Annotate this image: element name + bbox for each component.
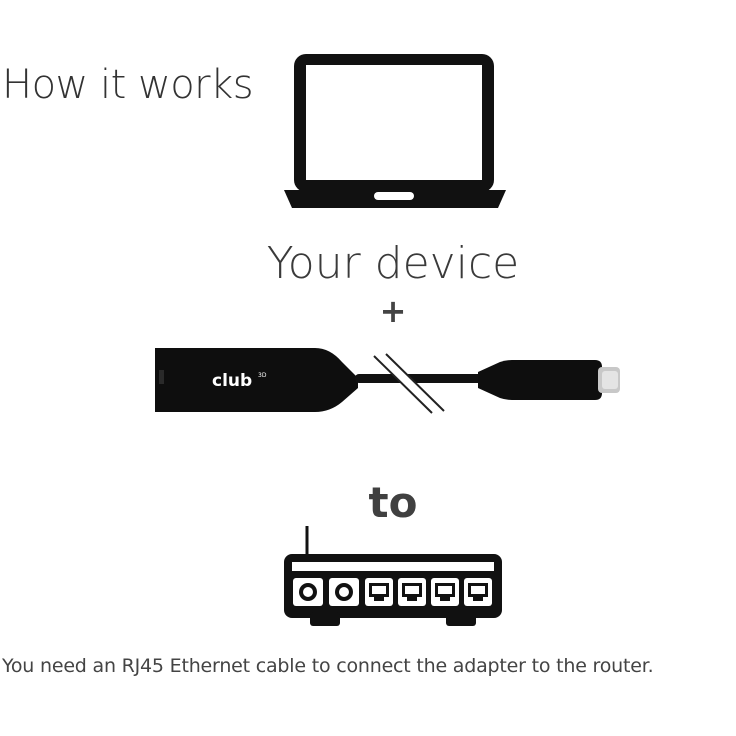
plus-sign: + xyxy=(379,292,407,330)
usb-c-ethernet-adapter-icon: club 3D xyxy=(155,348,620,416)
brand-logo: club xyxy=(212,371,252,391)
svg-text:3D: 3D xyxy=(258,372,267,379)
device-label: Your device xyxy=(266,238,520,289)
to-label: to xyxy=(368,478,418,527)
laptop-icon xyxy=(284,54,506,208)
page-title: How it works xyxy=(2,62,254,108)
caption-text: You need an RJ45 Ethernet cable to conne… xyxy=(2,655,654,677)
router-icon xyxy=(284,526,502,626)
